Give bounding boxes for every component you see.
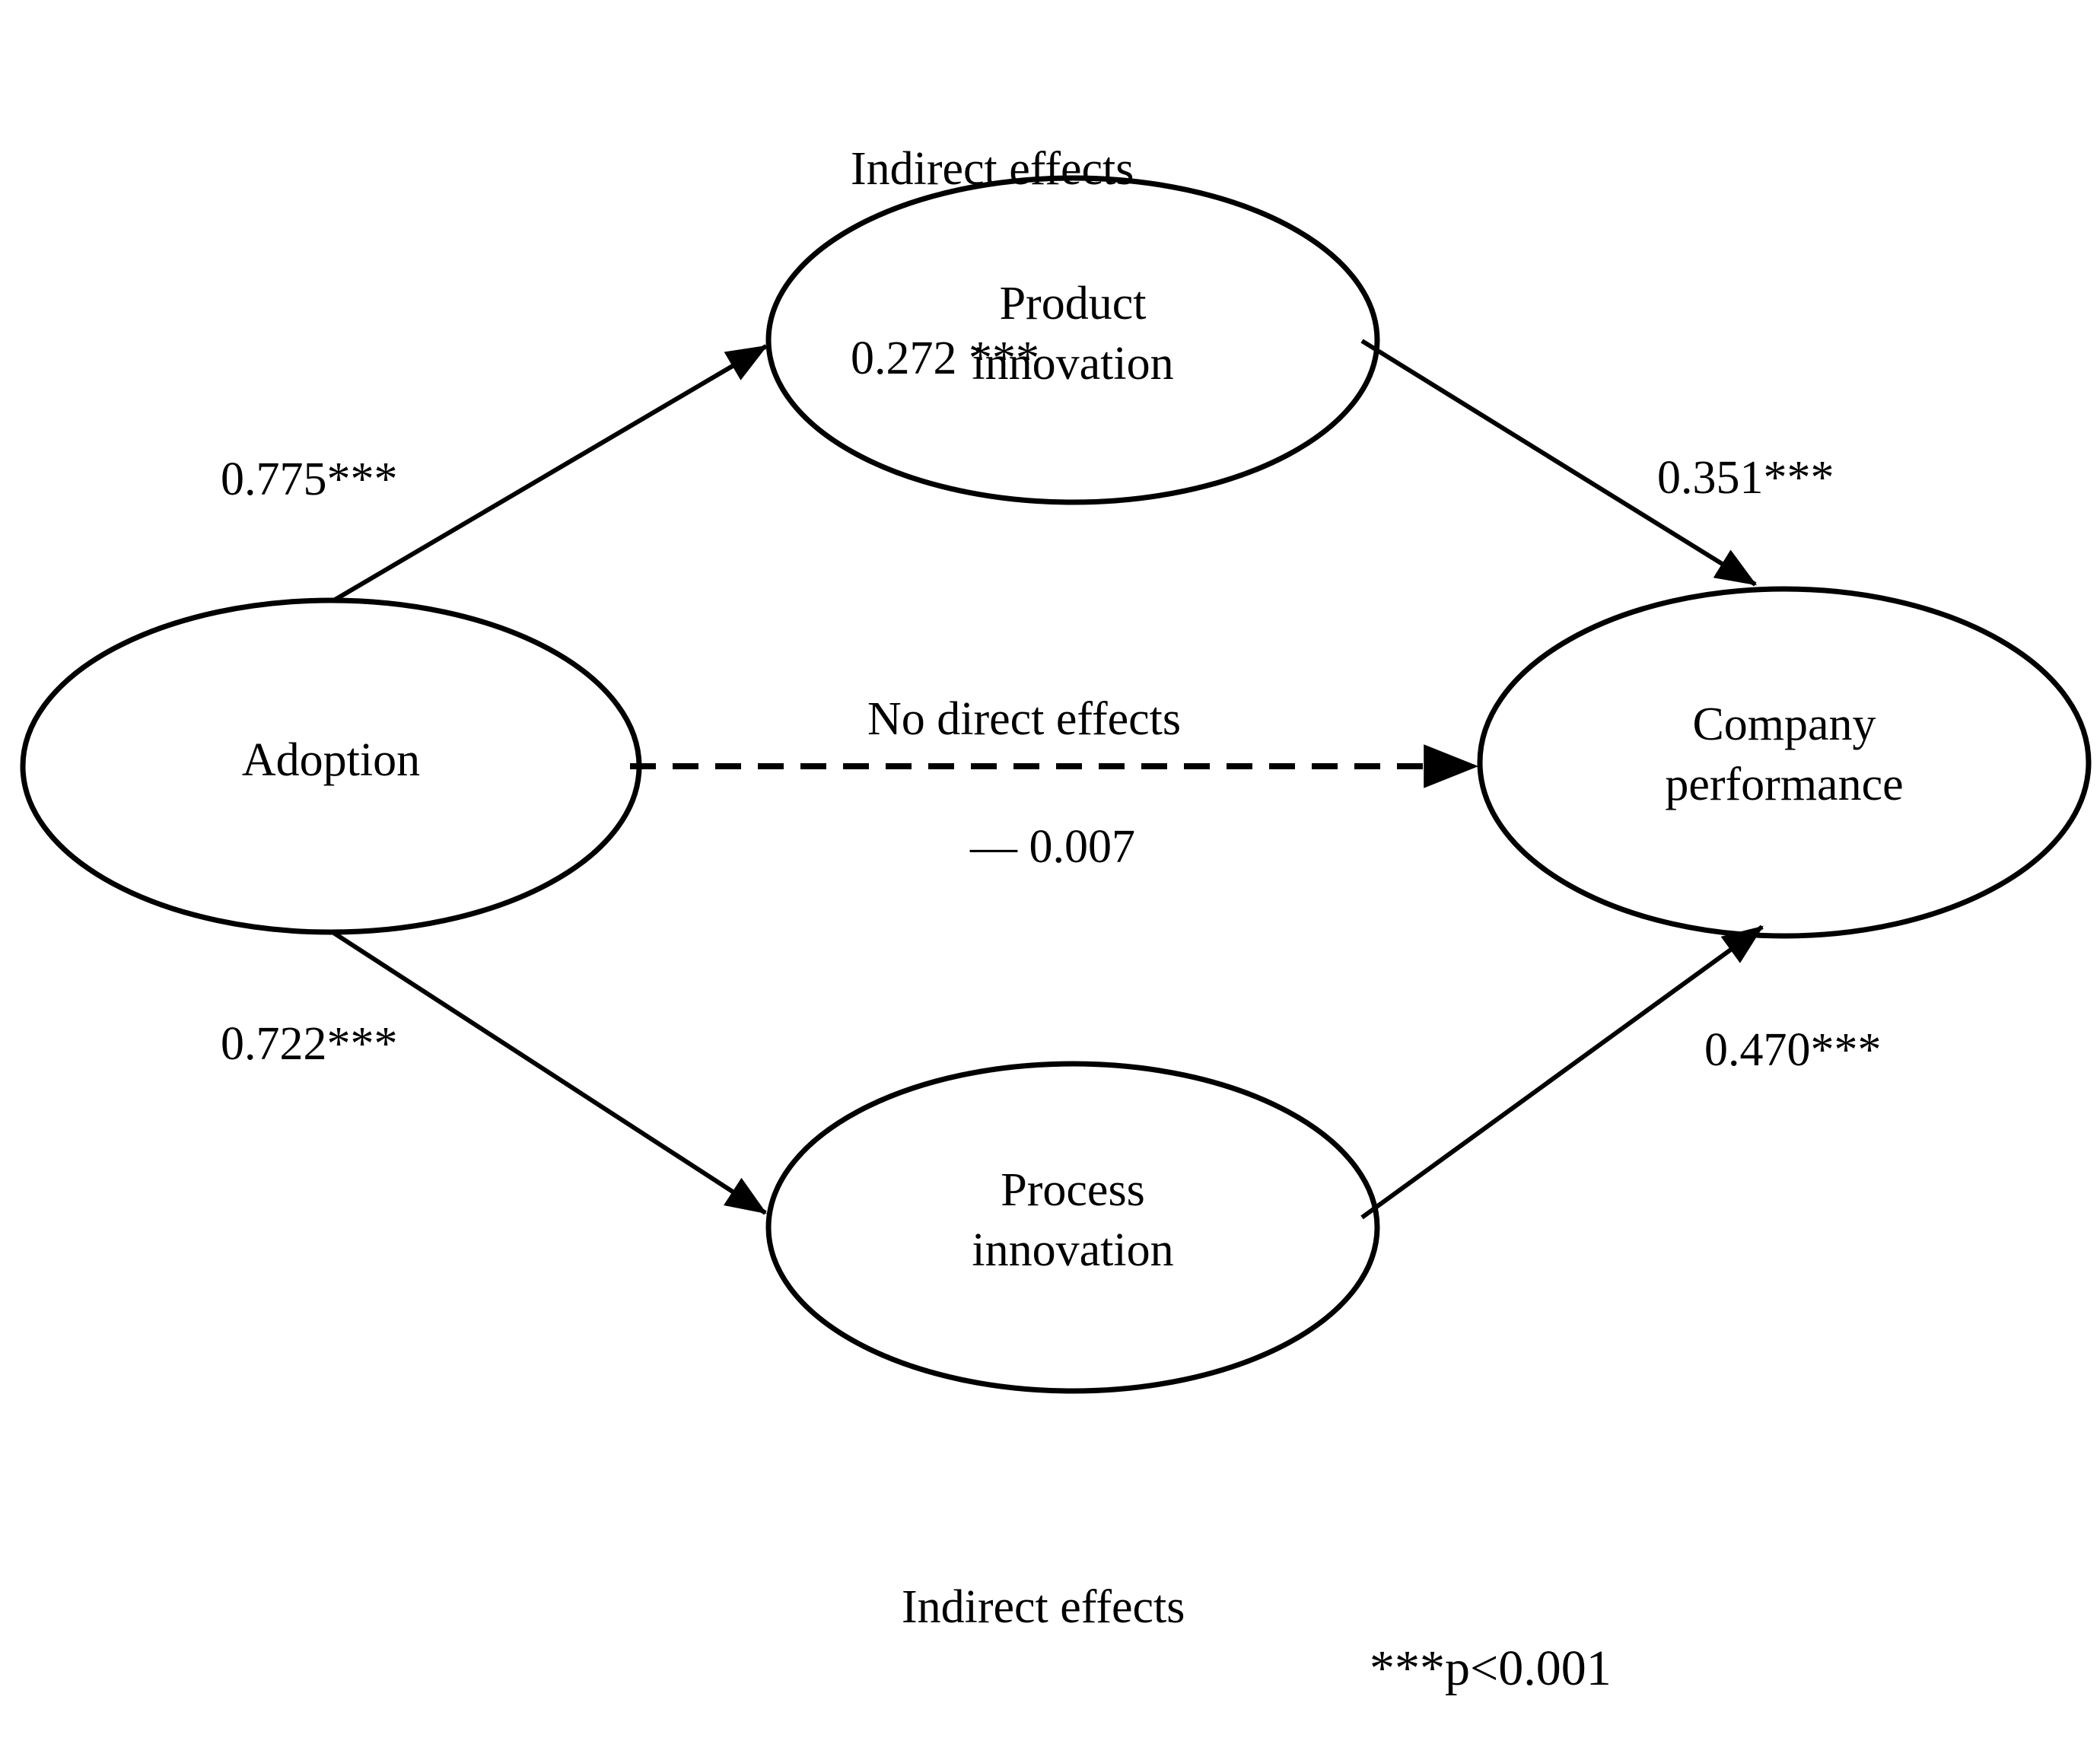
node-process-innovation-ellipse[interactable] xyxy=(765,1061,1380,1394)
indirect-effects-bottom-line1: Indirect effects xyxy=(902,1581,1185,1634)
edge-process-innovation-to-company-performance xyxy=(1360,925,1764,1220)
direct-effect-coefficient-label: — 0.007 xyxy=(970,821,1135,873)
edge-adoption-to-process-innovation xyxy=(331,930,768,1215)
indirect-effects-bottom-annotation: Indirect effects 0.340 *** xyxy=(902,1450,1185,1741)
indirect-effects-top-line1: Indirect effects xyxy=(851,143,1134,196)
node-adoption-ellipse[interactable] xyxy=(20,597,642,935)
path-label-adoption-to-product: 0.775*** xyxy=(221,454,398,505)
node-product-innovation-ellipse[interactable] xyxy=(765,175,1380,505)
indirect-effects-top-line2: 0.272 *** xyxy=(851,333,1039,385)
edge-product-innovation-to-company-performance xyxy=(1360,339,1758,587)
node-company-performance-ellipse[interactable] xyxy=(1477,586,2092,939)
indirect-effects-top-annotation: Indirect effects 0.272 *** xyxy=(851,11,1134,517)
edge-adoption-to-product-innovation xyxy=(331,344,768,603)
path-label-adoption-to-process: 0.722*** xyxy=(221,1018,398,1070)
path-label-process-to-performance: 0.470*** xyxy=(1704,1024,1882,1076)
significance-legend: ***p<0.001 xyxy=(1370,1641,1612,1696)
path-label-product-to-performance: 0.351*** xyxy=(1657,452,1834,504)
no-direct-effects-label: No direct effects xyxy=(867,693,1181,745)
